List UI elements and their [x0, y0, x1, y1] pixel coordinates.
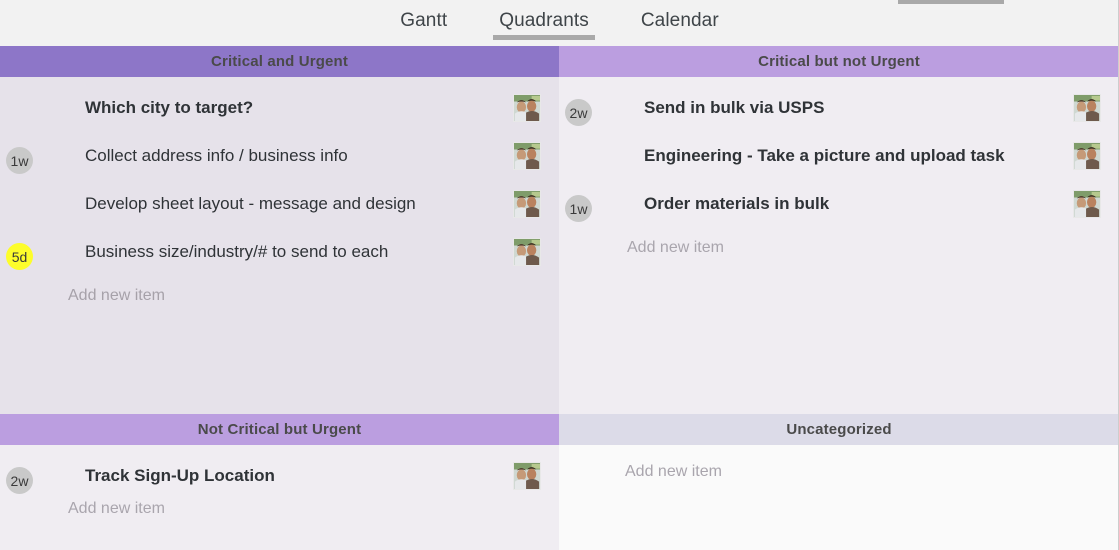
arrow-down-icon[interactable]: [548, 476, 570, 498]
task-row[interactable]: 2w Track Sign-Up Location: [0, 452, 559, 500]
quadrant-critical-but-not-urgent: Critical but not Urgent 2w Send in bulk …: [559, 46, 1119, 414]
add-new-item-q4[interactable]: Add new item: [625, 463, 722, 480]
quadrant-grid: Critical and Urgent Which city to target…: [0, 46, 1119, 550]
quadrant-title: Critical but not Urgent: [758, 53, 920, 70]
quadrant-body-critical-but-not-urgent: 2w Send in bulk via USPS: [559, 77, 1119, 414]
task-row[interactable]: Which city to target?: [0, 84, 559, 132]
avatar[interactable]: [1073, 142, 1101, 170]
task-row[interactable]: 5d Business size/industry/# to send to e…: [0, 228, 559, 276]
duration-badge[interactable]: [6, 99, 33, 126]
arrow-up-icon[interactable]: [548, 427, 570, 449]
duration-badge[interactable]: [6, 195, 33, 222]
quadrant-critical-and-urgent: Critical and Urgent Which city to target…: [0, 46, 559, 414]
task-row[interactable]: 2w Send in bulk via USPS: [559, 84, 1119, 132]
avatar[interactable]: [1073, 94, 1101, 122]
task-row[interactable]: Develop sheet layout - message and desig…: [0, 180, 559, 228]
view-tabs: Gantt Quadrants Calendar: [0, 0, 1119, 46]
avatar[interactable]: [513, 142, 541, 170]
task-title: Business size/industry/# to send to each: [85, 242, 389, 261]
tab-gantt[interactable]: Gantt: [398, 10, 449, 36]
quadrant-not-critical-but-urgent: Not Critical but Urgent 2w Track Sign-Up…: [0, 414, 559, 550]
task-title: Which city to target?: [85, 98, 254, 117]
duration-badge[interactable]: [565, 147, 592, 174]
quadrant-header-not-critical-but-urgent: Not Critical but Urgent: [0, 414, 559, 445]
quadrant-body-critical-and-urgent: Which city to target?: [0, 77, 559, 414]
tab-quadrants-label: Quadrants: [499, 10, 589, 31]
task-title: Track Sign-Up Location: [85, 466, 275, 485]
duration-badge[interactable]: 5d: [6, 243, 33, 270]
duration-badge[interactable]: 2w: [6, 467, 33, 494]
tab-calendar[interactable]: Calendar: [639, 10, 721, 36]
quadrant-body-not-critical-but-urgent: 2w Track Sign-Up Location: [0, 445, 559, 550]
task-row[interactable]: 1w Order materials in bulk: [559, 180, 1119, 228]
quadrant-uncategorized: Uncategorized Add new item: [559, 414, 1119, 550]
duration-badge[interactable]: 1w: [565, 195, 592, 222]
add-new-item-q2[interactable]: Add new item: [627, 239, 724, 256]
quadrant-header-uncategorized: Uncategorized: [559, 414, 1119, 445]
arrow-left-icon[interactable]: [529, 446, 551, 468]
tab-gantt-label: Gantt: [400, 10, 448, 31]
top-right-indicator: [898, 0, 1004, 4]
top-bar: Gantt Quadrants Calendar: [0, 0, 1119, 46]
quadrant-header-critical-and-urgent: Critical and Urgent: [0, 46, 559, 77]
avatar[interactable]: [513, 190, 541, 218]
avatar[interactable]: [513, 238, 541, 266]
quadrant-title: Not Critical but Urgent: [197, 421, 362, 438]
task-row[interactable]: Engineering - Take a picture and upload …: [559, 132, 1119, 180]
avatar[interactable]: [513, 94, 541, 122]
tab-quadrants[interactable]: Quadrants: [493, 10, 595, 40]
task-title: Engineering - Take a picture and upload …: [644, 146, 1005, 165]
task-row[interactable]: 1w Collect address info / business info: [0, 132, 559, 180]
duration-badge[interactable]: 1w: [6, 147, 33, 174]
task-title: Order materials in bulk: [644, 194, 830, 213]
task-title: Send in bulk via USPS: [644, 98, 825, 117]
quadrant-body-uncategorized: Add new item: [559, 445, 1119, 550]
quadrant-header-critical-but-not-urgent: Critical but not Urgent: [559, 46, 1119, 77]
avatar[interactable]: [1073, 190, 1101, 218]
arrow-right-icon[interactable]: [578, 446, 600, 468]
quadrant-title: Uncategorized: [786, 421, 892, 438]
add-new-item-q1[interactable]: Add new item: [68, 287, 165, 304]
add-new-item-q3[interactable]: Add new item: [68, 500, 165, 517]
avatar[interactable]: [513, 462, 541, 490]
task-title: Collect address info / business info: [85, 146, 348, 165]
duration-badge[interactable]: 2w: [565, 99, 592, 126]
tab-calendar-label: Calendar: [640, 10, 719, 31]
task-title: Develop sheet layout - message and desig…: [85, 194, 416, 213]
quadrant-title: Critical and Urgent: [210, 53, 349, 70]
